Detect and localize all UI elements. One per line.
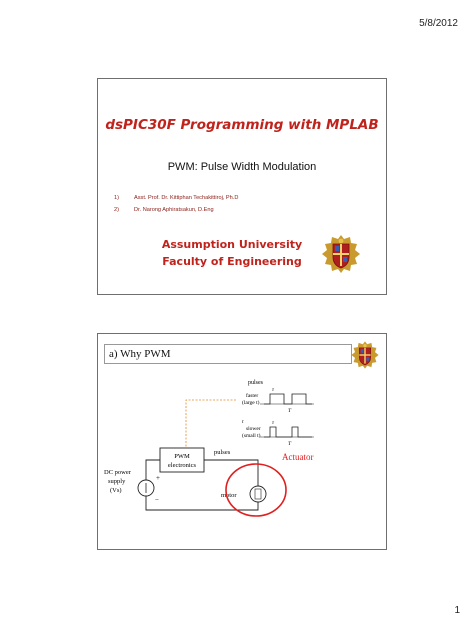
minus-sign: − xyxy=(155,496,159,504)
period-label: T xyxy=(288,441,292,447)
university-crest-icon xyxy=(322,235,360,273)
author-list: 1) Asst. Prof. Dr. Kittiphan Techakittir… xyxy=(114,195,238,219)
author-number: 2) xyxy=(114,207,119,213)
slower-label: slower xyxy=(246,426,261,432)
pwm-label: PWM xyxy=(174,453,190,460)
author-name: Asst. Prof. Dr. Kittiphan Techakittiroj,… xyxy=(134,195,239,201)
pwm-circuit-diagram: pulses faster (large t) τ T slower (smal… xyxy=(104,380,314,517)
faculty-name: Faculty of Engineering xyxy=(162,255,302,268)
motor-label: motor xyxy=(221,492,237,499)
pulses-top-label: pulses xyxy=(248,380,264,386)
slide-heading: a) Why PWM xyxy=(104,344,352,364)
university-name: Assumption University xyxy=(161,238,303,251)
pulses-wire xyxy=(204,459,259,486)
slower-sub-label: (small t) xyxy=(242,432,261,439)
author-name: Dr. Narong Aphiratsakun, D.Eng xyxy=(134,207,214,213)
supply-label: supply xyxy=(108,478,126,485)
university-crest-icon xyxy=(351,341,379,369)
supply-wire-top xyxy=(145,459,160,480)
tau-label: τ xyxy=(272,420,275,426)
slide-why-pwm: a) Why PWM pulses faster (large t) τ T s… xyxy=(97,333,387,550)
connector-line xyxy=(185,399,236,448)
actuator-highlight xyxy=(225,463,287,517)
slide-title-text: dsPIC30F Programming with MPLAB xyxy=(105,117,379,133)
faster-label: faster xyxy=(246,392,258,399)
actuator-label: Actuator xyxy=(282,452,314,462)
dc-power-label: DC power xyxy=(104,469,132,476)
vs-label: (Vs) xyxy=(110,487,122,494)
period-label: T xyxy=(288,408,292,414)
slow-pulse-wave xyxy=(264,426,312,438)
faster-sub-label: (large t) xyxy=(242,399,260,406)
author-number: 1) xyxy=(114,195,119,201)
author-item: 2) Dr. Narong Aphiratsakun, D.Eng xyxy=(114,207,238,213)
electronics-label: electronics xyxy=(168,462,197,469)
page-number: 1 xyxy=(454,605,460,616)
slide-subtitle: PWM: Pulse Width Modulation xyxy=(167,161,317,173)
author-item: 1) Asst. Prof. Dr. Kittiphan Techakittir… xyxy=(114,195,238,201)
date-header: 5/8/2012 xyxy=(419,18,458,29)
plus-sign: + xyxy=(156,474,160,482)
pulses-label: pulses xyxy=(214,449,231,456)
slide-title: dsPIC30F Programming with MPLAB PWM: Pul… xyxy=(97,78,387,295)
institution-block: Assumption University Faculty of Enginee… xyxy=(132,236,332,270)
fast-pulse-wave xyxy=(264,393,312,405)
tau-label: τ xyxy=(272,387,275,393)
supply-wire-bottom xyxy=(145,496,259,511)
time-label: t xyxy=(242,419,244,425)
